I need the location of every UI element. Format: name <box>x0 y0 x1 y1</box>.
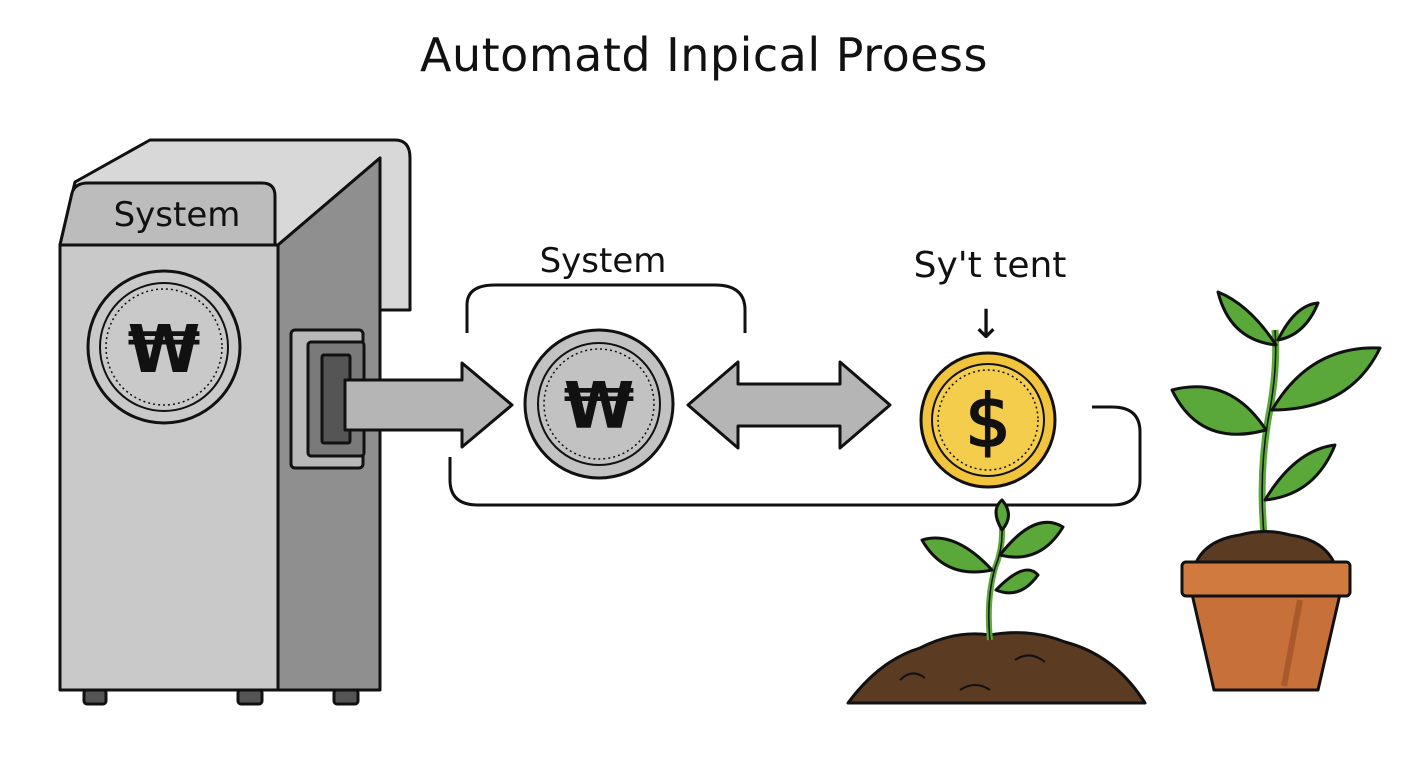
pot-shading <box>1281 599 1303 687</box>
coin-dotted-ring <box>105 288 223 406</box>
machine-won-coin: ₩ <box>86 269 242 425</box>
middle-group-label: System <box>540 241 667 281</box>
coin-dotted-ring <box>937 369 1039 471</box>
leaf <box>994 498 1010 532</box>
system-machine <box>58 138 412 706</box>
machine-foot <box>82 688 108 706</box>
leaf <box>1270 346 1382 412</box>
diagram-title: Automatd Inpical Proess <box>420 28 988 82</box>
sprout-in-soil <box>846 498 1147 705</box>
plant-stem-outline <box>1261 329 1277 546</box>
leaf <box>1170 385 1268 436</box>
coin-outer <box>523 328 675 480</box>
pot-rim <box>1180 560 1352 598</box>
right-group-label: Sy't tent <box>914 245 1067 286</box>
leaf <box>994 568 1040 595</box>
sprout-stem-outline <box>988 527 1003 641</box>
machine-foot <box>236 688 264 706</box>
pot-body <box>1190 592 1342 692</box>
machine-label: System <box>114 195 241 235</box>
dollar-symbol: $ <box>965 379 1011 463</box>
soil-mound <box>846 631 1147 705</box>
soil-texture <box>899 654 1046 691</box>
leaf <box>920 536 994 574</box>
bottom-bracket <box>448 405 1142 507</box>
right-arrow <box>343 361 514 449</box>
machine-label-panel <box>58 181 277 247</box>
coin-outer <box>86 269 242 425</box>
coin-inner-ring <box>537 342 661 466</box>
top-bracket <box>465 283 747 333</box>
won-symbol: ₩ <box>564 370 635 444</box>
pot-soil <box>1193 530 1337 567</box>
plant-stem <box>1258 329 1280 546</box>
down-arrow-icon: ↓ <box>969 302 1003 348</box>
coin-dotted-ring <box>543 348 655 460</box>
middle-won-coin: ₩ <box>523 328 675 480</box>
leaf <box>1263 443 1337 502</box>
leaf <box>1216 290 1278 347</box>
coin-inner-ring <box>931 363 1045 477</box>
leaf <box>998 520 1065 559</box>
dollar-coin: $ <box>919 351 1057 489</box>
potted-plant <box>1170 290 1382 692</box>
won-symbol: ₩ <box>128 311 201 388</box>
leaf <box>1276 301 1320 342</box>
double-arrow <box>686 360 892 450</box>
machine-foot <box>332 688 360 706</box>
coin-inner-ring <box>99 282 229 412</box>
